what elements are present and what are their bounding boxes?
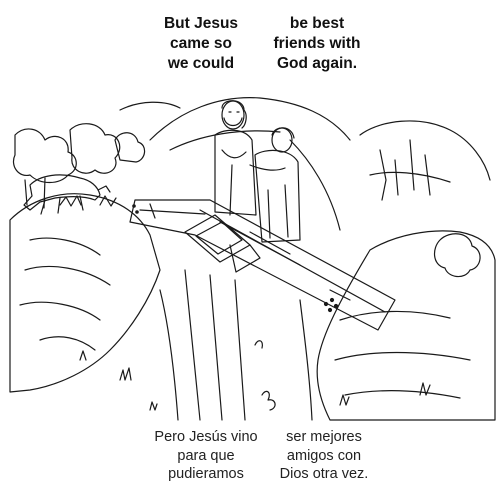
person-figure <box>249 127 301 243</box>
left-trees <box>12 123 146 209</box>
jesus-figure <box>214 100 257 216</box>
english-caption-left: But Jesus came so we could <box>163 15 239 72</box>
spanish-caption-right: ser mejores amigos con Dios otra vez. <box>279 429 369 482</box>
spanish-caption-left: Pero Jesús vino para que pudieramos <box>154 429 258 482</box>
grass <box>79 350 431 411</box>
chasm <box>159 269 313 421</box>
background-rock <box>119 97 351 231</box>
english-caption-right: be best friends with God again. <box>273 15 361 72</box>
animal-figure <box>23 174 111 215</box>
left-cliff <box>9 193 161 393</box>
right-cliff <box>316 120 496 421</box>
cross-bridge <box>129 199 396 331</box>
